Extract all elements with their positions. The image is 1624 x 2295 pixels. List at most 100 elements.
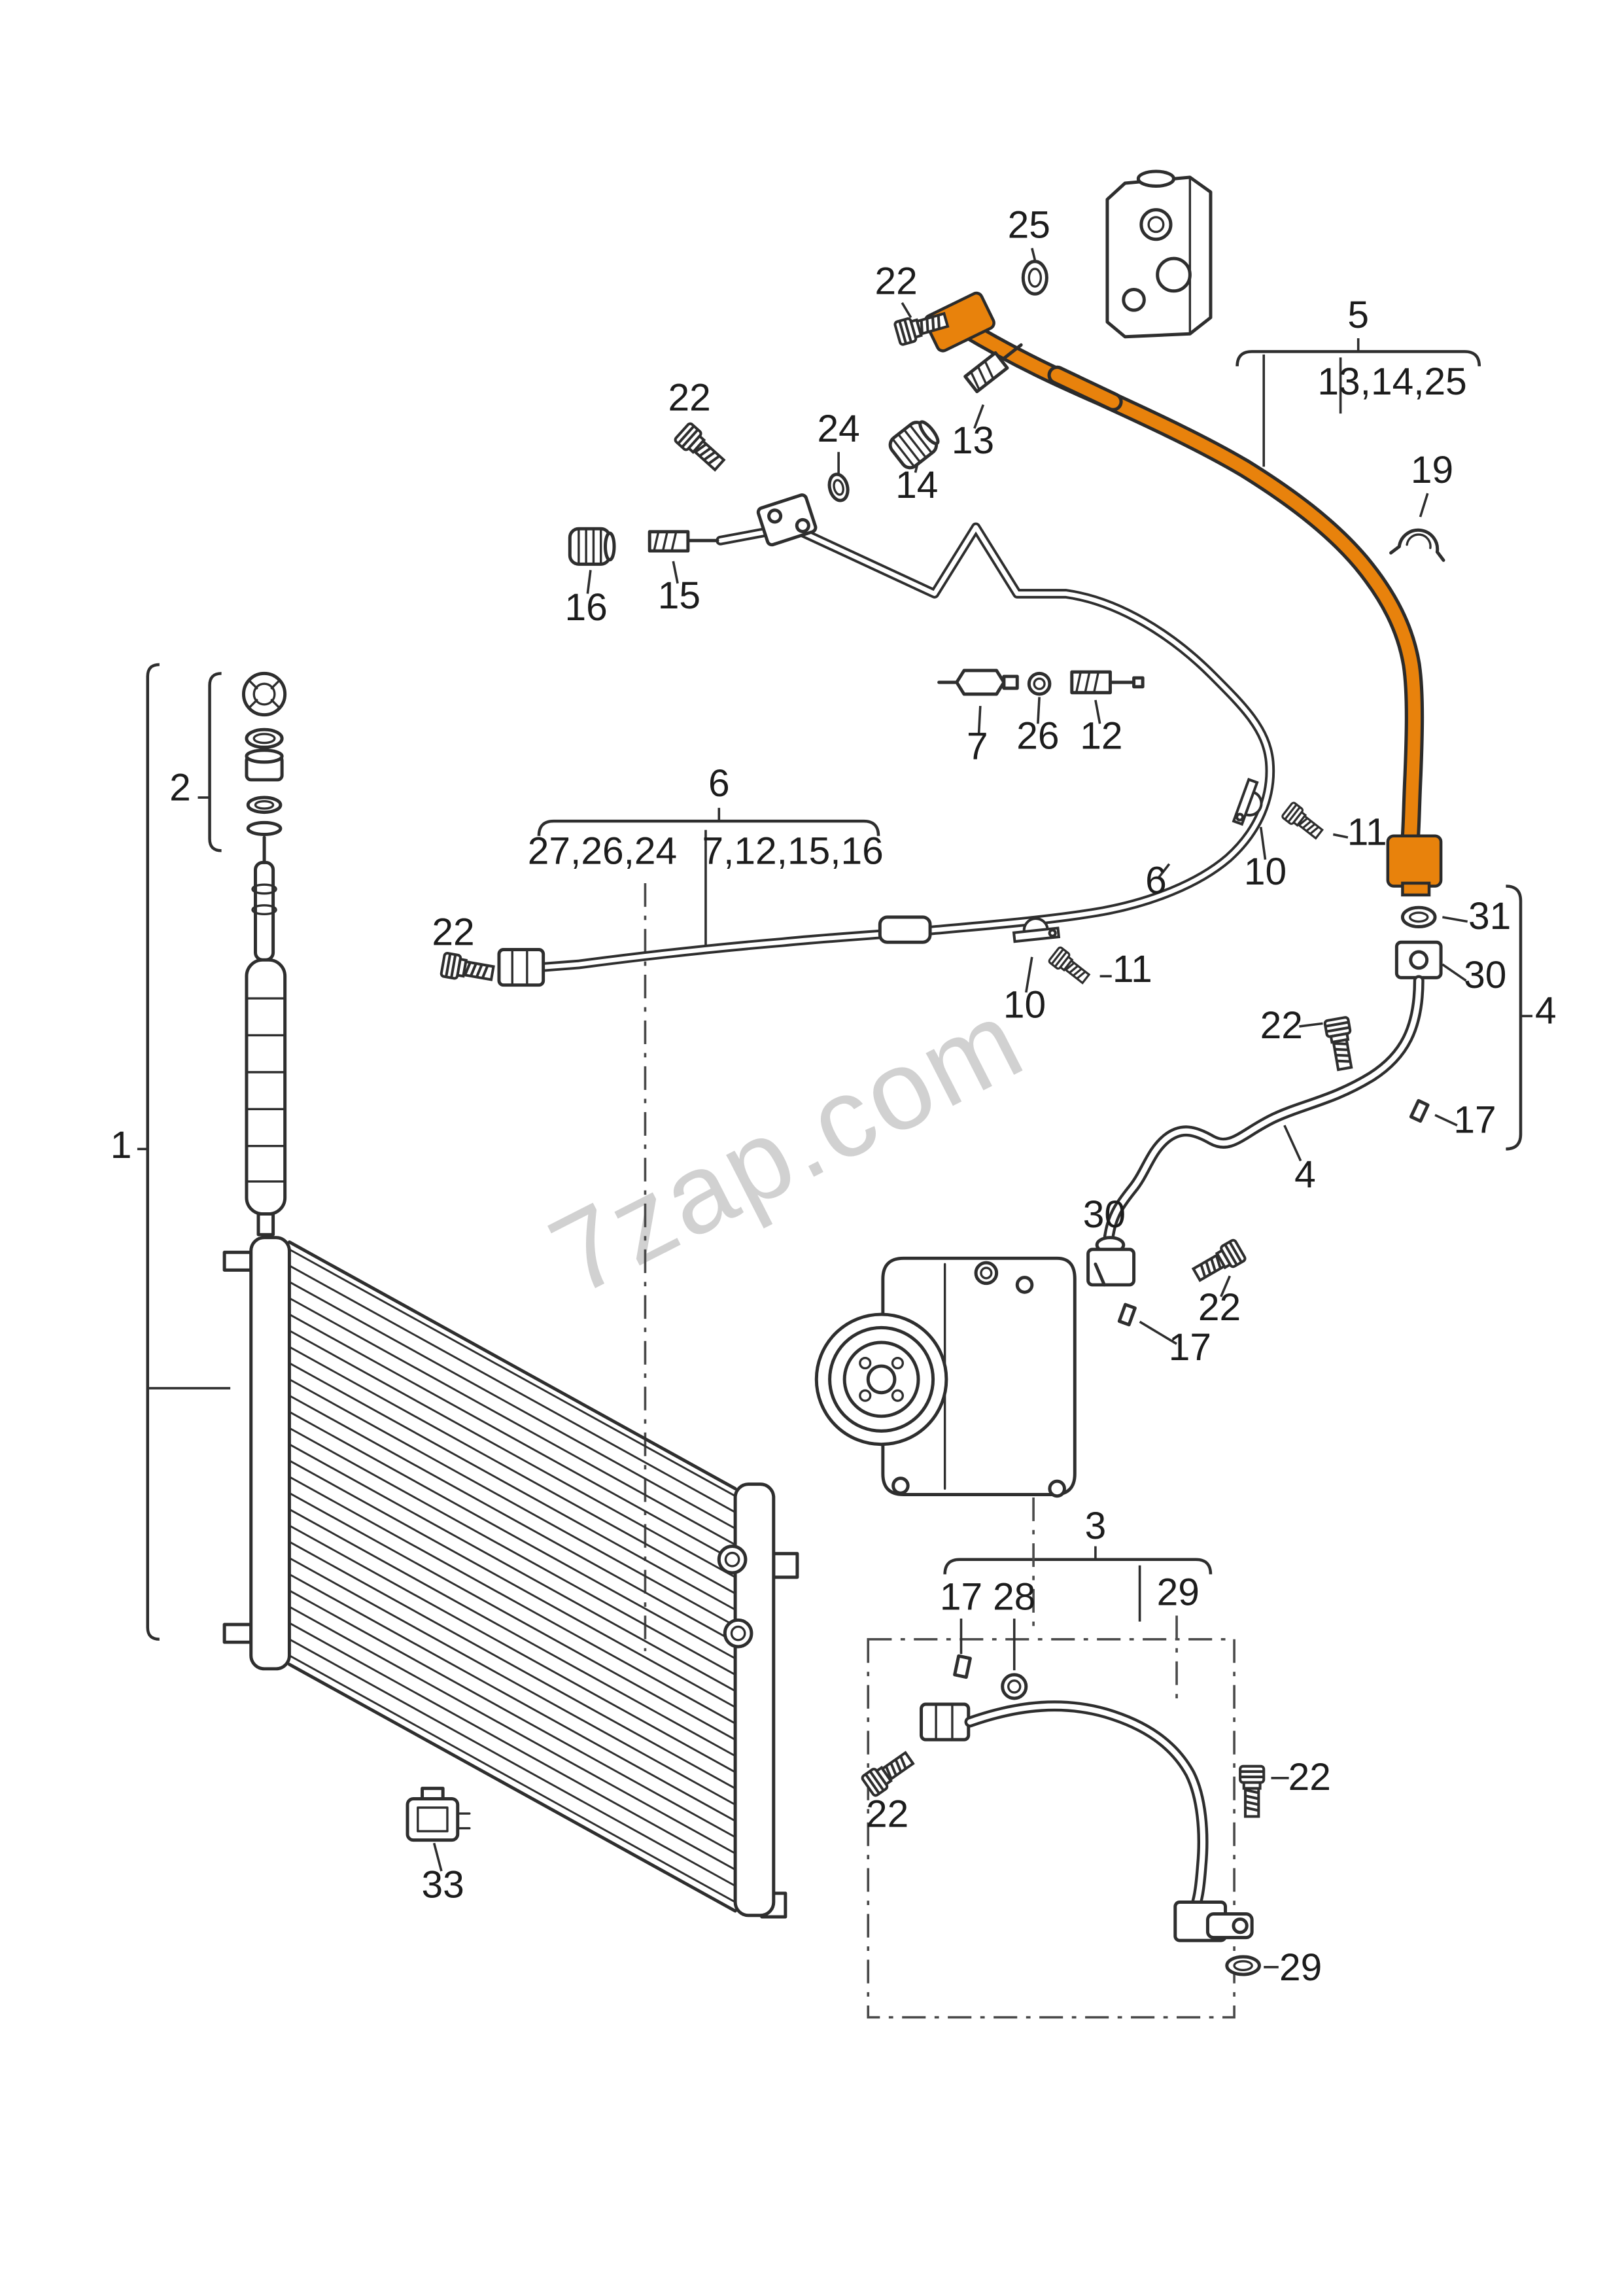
condenser-port	[723, 1618, 753, 1649]
sealing-cap-14	[888, 420, 940, 470]
brace-3	[943, 1558, 1213, 1575]
o-ring-29	[1225, 1955, 1261, 1976]
part-label-5: 5	[1347, 294, 1369, 336]
part-label-22: 22	[1198, 1286, 1241, 1329]
pipe-6-fitting	[497, 948, 545, 987]
stud-17	[1117, 1303, 1137, 1327]
part-label-28: 28	[993, 1576, 1035, 1619]
brace-6	[537, 819, 880, 836]
drier-neck	[254, 860, 275, 962]
part-label-33: 33	[422, 1864, 464, 1906]
o-ring-31	[1400, 905, 1437, 929]
part-label-11: 11	[1347, 811, 1387, 853]
part-label-11: 11	[1113, 948, 1152, 990]
brace-2	[208, 672, 222, 852]
callout-lines	[137, 247, 1533, 2019]
condenser-bracket	[222, 1250, 253, 1272]
brace-1	[146, 663, 160, 1641]
condenser-fins	[288, 1248, 736, 1903]
brace-4	[1506, 885, 1523, 1151]
pipe-coupling	[878, 915, 932, 944]
part-label-19: 19	[1411, 449, 1453, 491]
bolt-22	[1240, 1766, 1264, 1817]
part-label-14: 14	[895, 464, 938, 506]
part-label-1: 1	[111, 1124, 132, 1166]
bolt-22	[1191, 1239, 1247, 1285]
part-label-29: 29	[1279, 1946, 1322, 1989]
screw-11	[1047, 945, 1093, 988]
part-label-16: 16	[565, 586, 608, 629]
part-label-30: 30	[1083, 1193, 1126, 1236]
part-label-22: 22	[668, 377, 711, 419]
part-label-17: 17	[1169, 1326, 1211, 1369]
bolt-22	[1324, 1017, 1356, 1070]
refrigerant-pipe-6	[497, 522, 1275, 987]
part-label-22: 22	[1288, 1756, 1331, 1798]
stud-17	[1409, 1098, 1430, 1123]
part-label-10: 10	[1003, 983, 1046, 1026]
fitting-30	[1394, 940, 1443, 979]
part-label-3: 3	[1085, 1505, 1107, 1547]
o-ring-25	[1021, 260, 1048, 296]
hose-3-fitting	[920, 1702, 971, 1742]
expansion-valve-block	[1105, 169, 1213, 339]
part-label-5-sub: 13,14,25	[1317, 360, 1466, 403]
part-label-22: 22	[866, 1793, 908, 1835]
ac-compressor	[814, 1256, 1077, 1498]
part-label-17: 17	[1453, 1098, 1496, 1141]
part-label-10: 10	[1244, 850, 1287, 893]
condenser-bracket	[222, 1622, 253, 1644]
part-label-25: 25	[1008, 204, 1050, 247]
part-label-7: 7	[967, 725, 988, 767]
valve-15	[648, 530, 719, 553]
screw-11	[1280, 801, 1326, 843]
part-label-13: 13	[952, 419, 994, 462]
stud-17	[953, 1654, 972, 1679]
part-label-4: 4	[1294, 1153, 1316, 1196]
part-label-15: 15	[658, 574, 700, 617]
part-labels: 25 22 5 13,14,25 22 24 13 14 19 16 15 7 …	[111, 204, 1557, 1989]
bolt-22	[441, 953, 494, 985]
compressor-port	[974, 1261, 999, 1286]
part-label-30: 30	[1464, 954, 1506, 996]
valve-12	[1070, 670, 1145, 695]
sealing-cap-16	[568, 527, 616, 566]
receiver-drier-parts	[241, 671, 287, 1236]
part-label-2: 2	[169, 767, 191, 809]
part-label-17: 17	[940, 1576, 982, 1619]
condenser-right-tank	[733, 1482, 776, 1918]
pressure-sensor-7	[937, 669, 1019, 696]
part-label-24: 24	[817, 408, 859, 450]
refrigerant-pipe-5-highlighted	[924, 291, 1443, 897]
condenser-port	[717, 1544, 748, 1575]
o-ring-28	[1001, 1673, 1028, 1700]
part-label-31: 31	[1468, 895, 1511, 937]
part-label-22: 22	[1260, 1004, 1303, 1047]
refrigerant-hose-4	[1103, 975, 1425, 1253]
part-label-4-group: 4	[1535, 989, 1557, 1032]
hose-4-compressor-fitting	[1086, 1236, 1136, 1287]
temperature-sensor-33	[406, 1787, 471, 1842]
charge-valve-13	[963, 343, 1023, 394]
part-label-6: 6	[1145, 860, 1167, 902]
retaining-clip-19	[1389, 528, 1445, 562]
part-label-6-group: 6	[708, 762, 730, 805]
part-label-12: 12	[1080, 715, 1122, 758]
o-ring-24	[827, 472, 850, 502]
part-label-22: 22	[432, 911, 474, 954]
condenser-left-tank	[249, 1236, 291, 1671]
bolt-22	[674, 423, 727, 474]
part-label-29: 29	[1157, 1571, 1200, 1614]
bolt-22	[861, 1749, 916, 1797]
part-label-6-sub2: 7,12,15,16	[702, 830, 883, 873]
suction-hose-assembly-3	[920, 1654, 1261, 1976]
pipe-flange-fitting	[924, 291, 995, 353]
part-label-26: 26	[1016, 715, 1059, 758]
condenser	[222, 1236, 799, 1919]
condenser-bracket	[772, 1552, 799, 1579]
pipe-end-fitting	[1386, 834, 1443, 888]
part-label-6-sub1: 27,26,24	[528, 830, 677, 873]
part-label-22: 22	[875, 260, 918, 302]
